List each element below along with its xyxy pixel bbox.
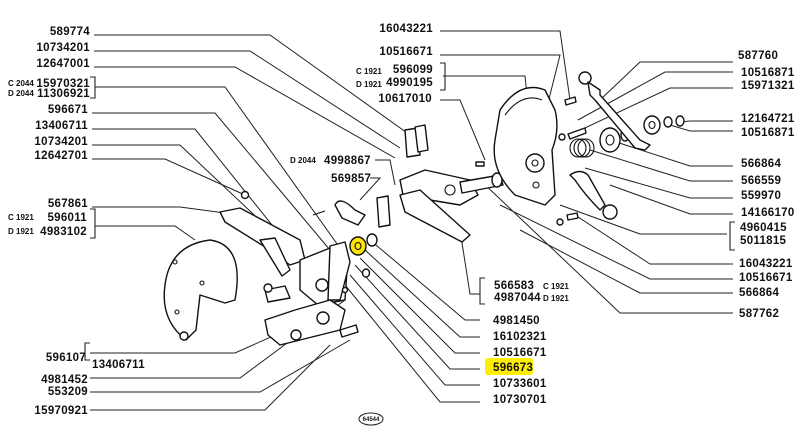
part-label[interactable]: 11306921	[37, 88, 90, 100]
part-label[interactable]: 16102321	[493, 331, 547, 343]
pin	[312, 210, 326, 216]
screw	[564, 96, 577, 106]
variant-label: C 1921	[356, 67, 382, 76]
variant-label: D 1921	[8, 227, 34, 236]
bottom-labels: 566583 C 1921 4987044 D 1921 4981450 161…	[485, 280, 569, 406]
part-label[interactable]: 4981452	[41, 374, 88, 386]
parts-artwork	[163, 71, 685, 346]
part-label[interactable]: 10734201	[36, 42, 90, 54]
lever-arm	[219, 207, 306, 277]
part-label[interactable]: 566559	[741, 175, 781, 187]
part-label[interactable]: 15970921	[34, 405, 88, 417]
variant-label: C 1921	[543, 282, 569, 291]
highlight-marker	[485, 358, 533, 375]
leader-lines	[90, 30, 733, 411]
part-label[interactable]: 559970	[741, 190, 781, 202]
large-washer	[643, 115, 661, 135]
left-labels: 589774 10734201 12647001 C 2044 15970321…	[8, 26, 145, 417]
part-label[interactable]: 596107	[46, 352, 86, 364]
part-label[interactable]: 15970321	[36, 78, 90, 90]
nut	[341, 286, 349, 294]
variant-label: D 2044	[8, 89, 34, 98]
part-label[interactable]: 587762	[739, 308, 779, 320]
part-label[interactable]: 553209	[48, 386, 88, 398]
part-label[interactable]: 13406711	[35, 120, 88, 132]
screw	[566, 212, 579, 221]
handle	[569, 170, 618, 220]
part-label[interactable]: 10734201	[34, 136, 88, 148]
part-label[interactable]: 12164721	[741, 113, 795, 125]
part-label[interactable]: 569857	[331, 173, 371, 185]
stamp-number: 64544	[363, 417, 380, 423]
part-label[interactable]: 10617010	[378, 93, 432, 105]
part-label[interactable]: 567861	[48, 198, 88, 210]
drawing-stamp: 64544	[358, 412, 384, 426]
bracket-plate	[334, 200, 366, 226]
pulley-bracket	[299, 241, 351, 306]
part-label[interactable]: 14166170	[741, 207, 795, 219]
part-label[interactable]: 596671	[48, 104, 88, 116]
part-label[interactable]: 589774	[50, 26, 90, 38]
part-label[interactable]: 566864	[741, 158, 781, 170]
part-label-highlighted[interactable]: 596673	[493, 362, 533, 374]
washer	[361, 268, 371, 278]
part-label[interactable]: 10516871	[741, 67, 795, 79]
part-label[interactable]: 4990195	[386, 77, 433, 89]
part-label[interactable]: 4987044	[494, 292, 541, 304]
part-label[interactable]: 596099	[393, 64, 433, 76]
right-labels: 587760 10516871 15971321 12164721 105168…	[738, 50, 795, 320]
spring	[569, 138, 595, 158]
part-label[interactable]: 12642701	[34, 150, 88, 162]
nut	[663, 116, 673, 128]
washer	[675, 115, 685, 127]
part-label[interactable]: 10516671	[379, 46, 433, 58]
part-label[interactable]: 5011815	[740, 235, 787, 247]
spring-washer	[263, 283, 273, 293]
release-lever	[578, 71, 651, 151]
center-labels: 16043221 10516671 C 1921 596099 D 1921 4…	[290, 23, 433, 185]
part-label[interactable]: 10733601	[493, 378, 547, 390]
clutch-cover-plate	[493, 86, 558, 206]
spacer	[366, 233, 378, 247]
part-label[interactable]: 4998867	[324, 155, 371, 167]
part-label[interactable]: 566583	[494, 280, 534, 292]
part-label[interactable]: 16043221	[739, 258, 793, 270]
part-label[interactable]: 10730701	[493, 394, 547, 406]
variant-label: D 1921	[356, 80, 382, 89]
belt-guard-cover	[163, 239, 238, 341]
shaft-arm	[399, 169, 504, 243]
washer	[556, 218, 564, 226]
part-label[interactable]: 16043221	[379, 23, 433, 35]
bearing	[599, 127, 621, 153]
washer	[240, 190, 250, 200]
part-label[interactable]: 10516671	[493, 347, 547, 359]
key	[475, 161, 485, 167]
variant-label: C 2044	[8, 79, 34, 88]
brackets	[84, 62, 735, 361]
bracket-plate	[376, 195, 391, 228]
variant-label: D 1921	[543, 294, 569, 303]
screw	[567, 127, 587, 140]
part-label[interactable]: 4960415	[740, 222, 787, 234]
highlighted-pulley-596673[interactable]	[349, 236, 367, 256]
link-plate	[414, 124, 429, 153]
part-label[interactable]: 12647001	[36, 58, 90, 70]
part-label[interactable]: 4981450	[493, 315, 540, 327]
part-label[interactable]: 587760	[738, 50, 778, 62]
part-label[interactable]: 596011	[47, 212, 87, 224]
part-label[interactable]: 10516671	[739, 272, 793, 284]
bolt	[339, 324, 359, 338]
part-label[interactable]: 566864	[739, 287, 779, 299]
variant-label: C 1921	[8, 213, 34, 222]
part-label[interactable]: 15971321	[741, 80, 795, 92]
part-label[interactable]: 13406711	[92, 359, 145, 371]
part-label[interactable]: 10516871	[741, 127, 795, 139]
washer	[558, 133, 566, 141]
variant-label: D 2044	[290, 156, 316, 165]
part-label[interactable]: 4983102	[40, 226, 87, 238]
